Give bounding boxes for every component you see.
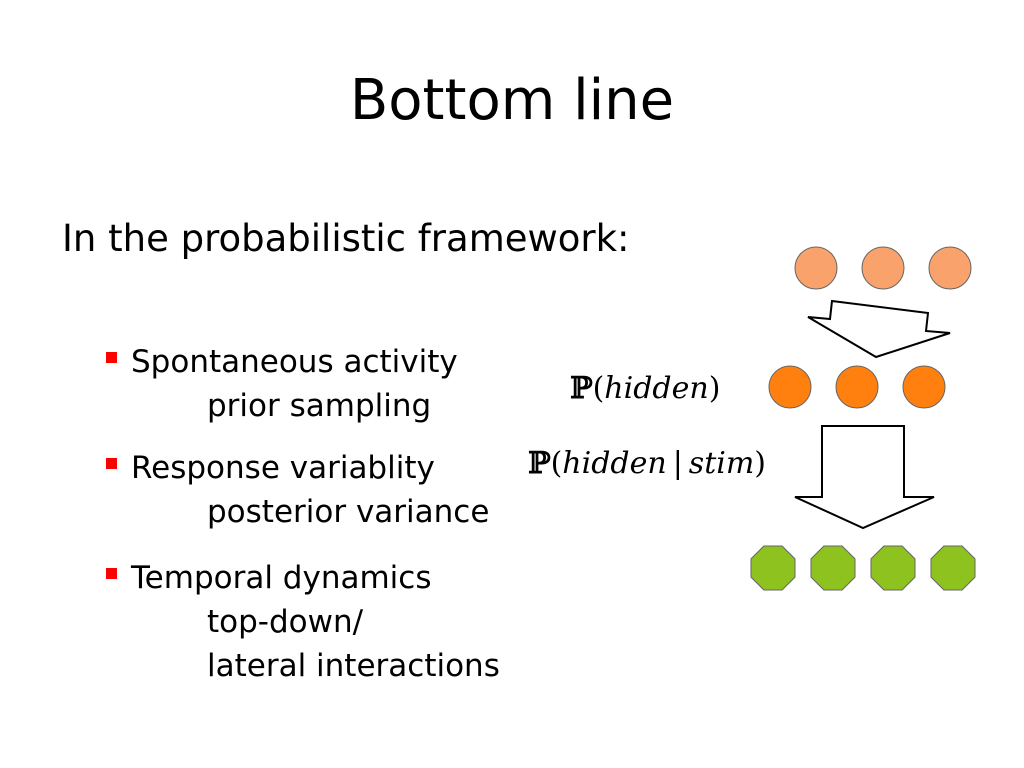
top-node (794, 246, 838, 290)
top-node-row (794, 246, 972, 290)
middle-node (835, 365, 879, 409)
formula-paren: ( (593, 371, 605, 406)
formula-variable: hidden (604, 371, 708, 406)
bullet-subline: top-down/ (207, 604, 364, 640)
top-node (928, 246, 972, 290)
bullet-subline: lateral interactions (207, 648, 500, 684)
bottom-node (810, 545, 856, 591)
formula-paren: ( (551, 446, 563, 481)
middle-node (768, 365, 812, 409)
bullet-response-variablity: Response variablity posterior variance (106, 446, 489, 534)
bullet-term: Response variablity (131, 450, 435, 486)
bullet-term: Temporal dynamics (131, 560, 432, 596)
prior-formula: ℙ(hidden) (570, 371, 720, 406)
prior-arrow (807, 299, 951, 359)
formula-condition: stim (689, 446, 755, 481)
bullet-marker-icon (106, 568, 117, 579)
bullet-subline: posterior variance (207, 494, 490, 530)
probability-symbol: ℙ (528, 446, 551, 481)
top-node (861, 246, 905, 290)
intro-text: In the probabilistic framework: (62, 217, 630, 260)
formula-variable: hidden (562, 446, 666, 481)
bullet-marker-icon (106, 352, 117, 363)
posterior-arrow (794, 425, 935, 530)
bottom-node (930, 545, 976, 591)
formula-paren: ) (709, 371, 721, 406)
bullet-spontaneous-activity: Spontaneous activity prior sampling (106, 340, 458, 428)
bottom-node (870, 545, 916, 591)
bullet-term: Spontaneous activity (131, 344, 458, 380)
middle-node-row (768, 365, 946, 409)
slide-title: Bottom line (349, 68, 675, 133)
formula-paren: ) (754, 446, 766, 481)
posterior-formula: ℙ(hidden|stim) (528, 446, 766, 481)
bottom-node (750, 545, 796, 591)
middle-node (902, 365, 946, 409)
bullet-subline: prior sampling (207, 388, 432, 424)
probability-symbol: ℙ (570, 371, 593, 406)
formula-bar: | (673, 446, 683, 481)
bullet-marker-icon (106, 458, 117, 469)
bullet-temporal-dynamics: Temporal dynamics top-down/ lateral inte… (106, 556, 500, 688)
bottom-node-row (750, 545, 976, 591)
